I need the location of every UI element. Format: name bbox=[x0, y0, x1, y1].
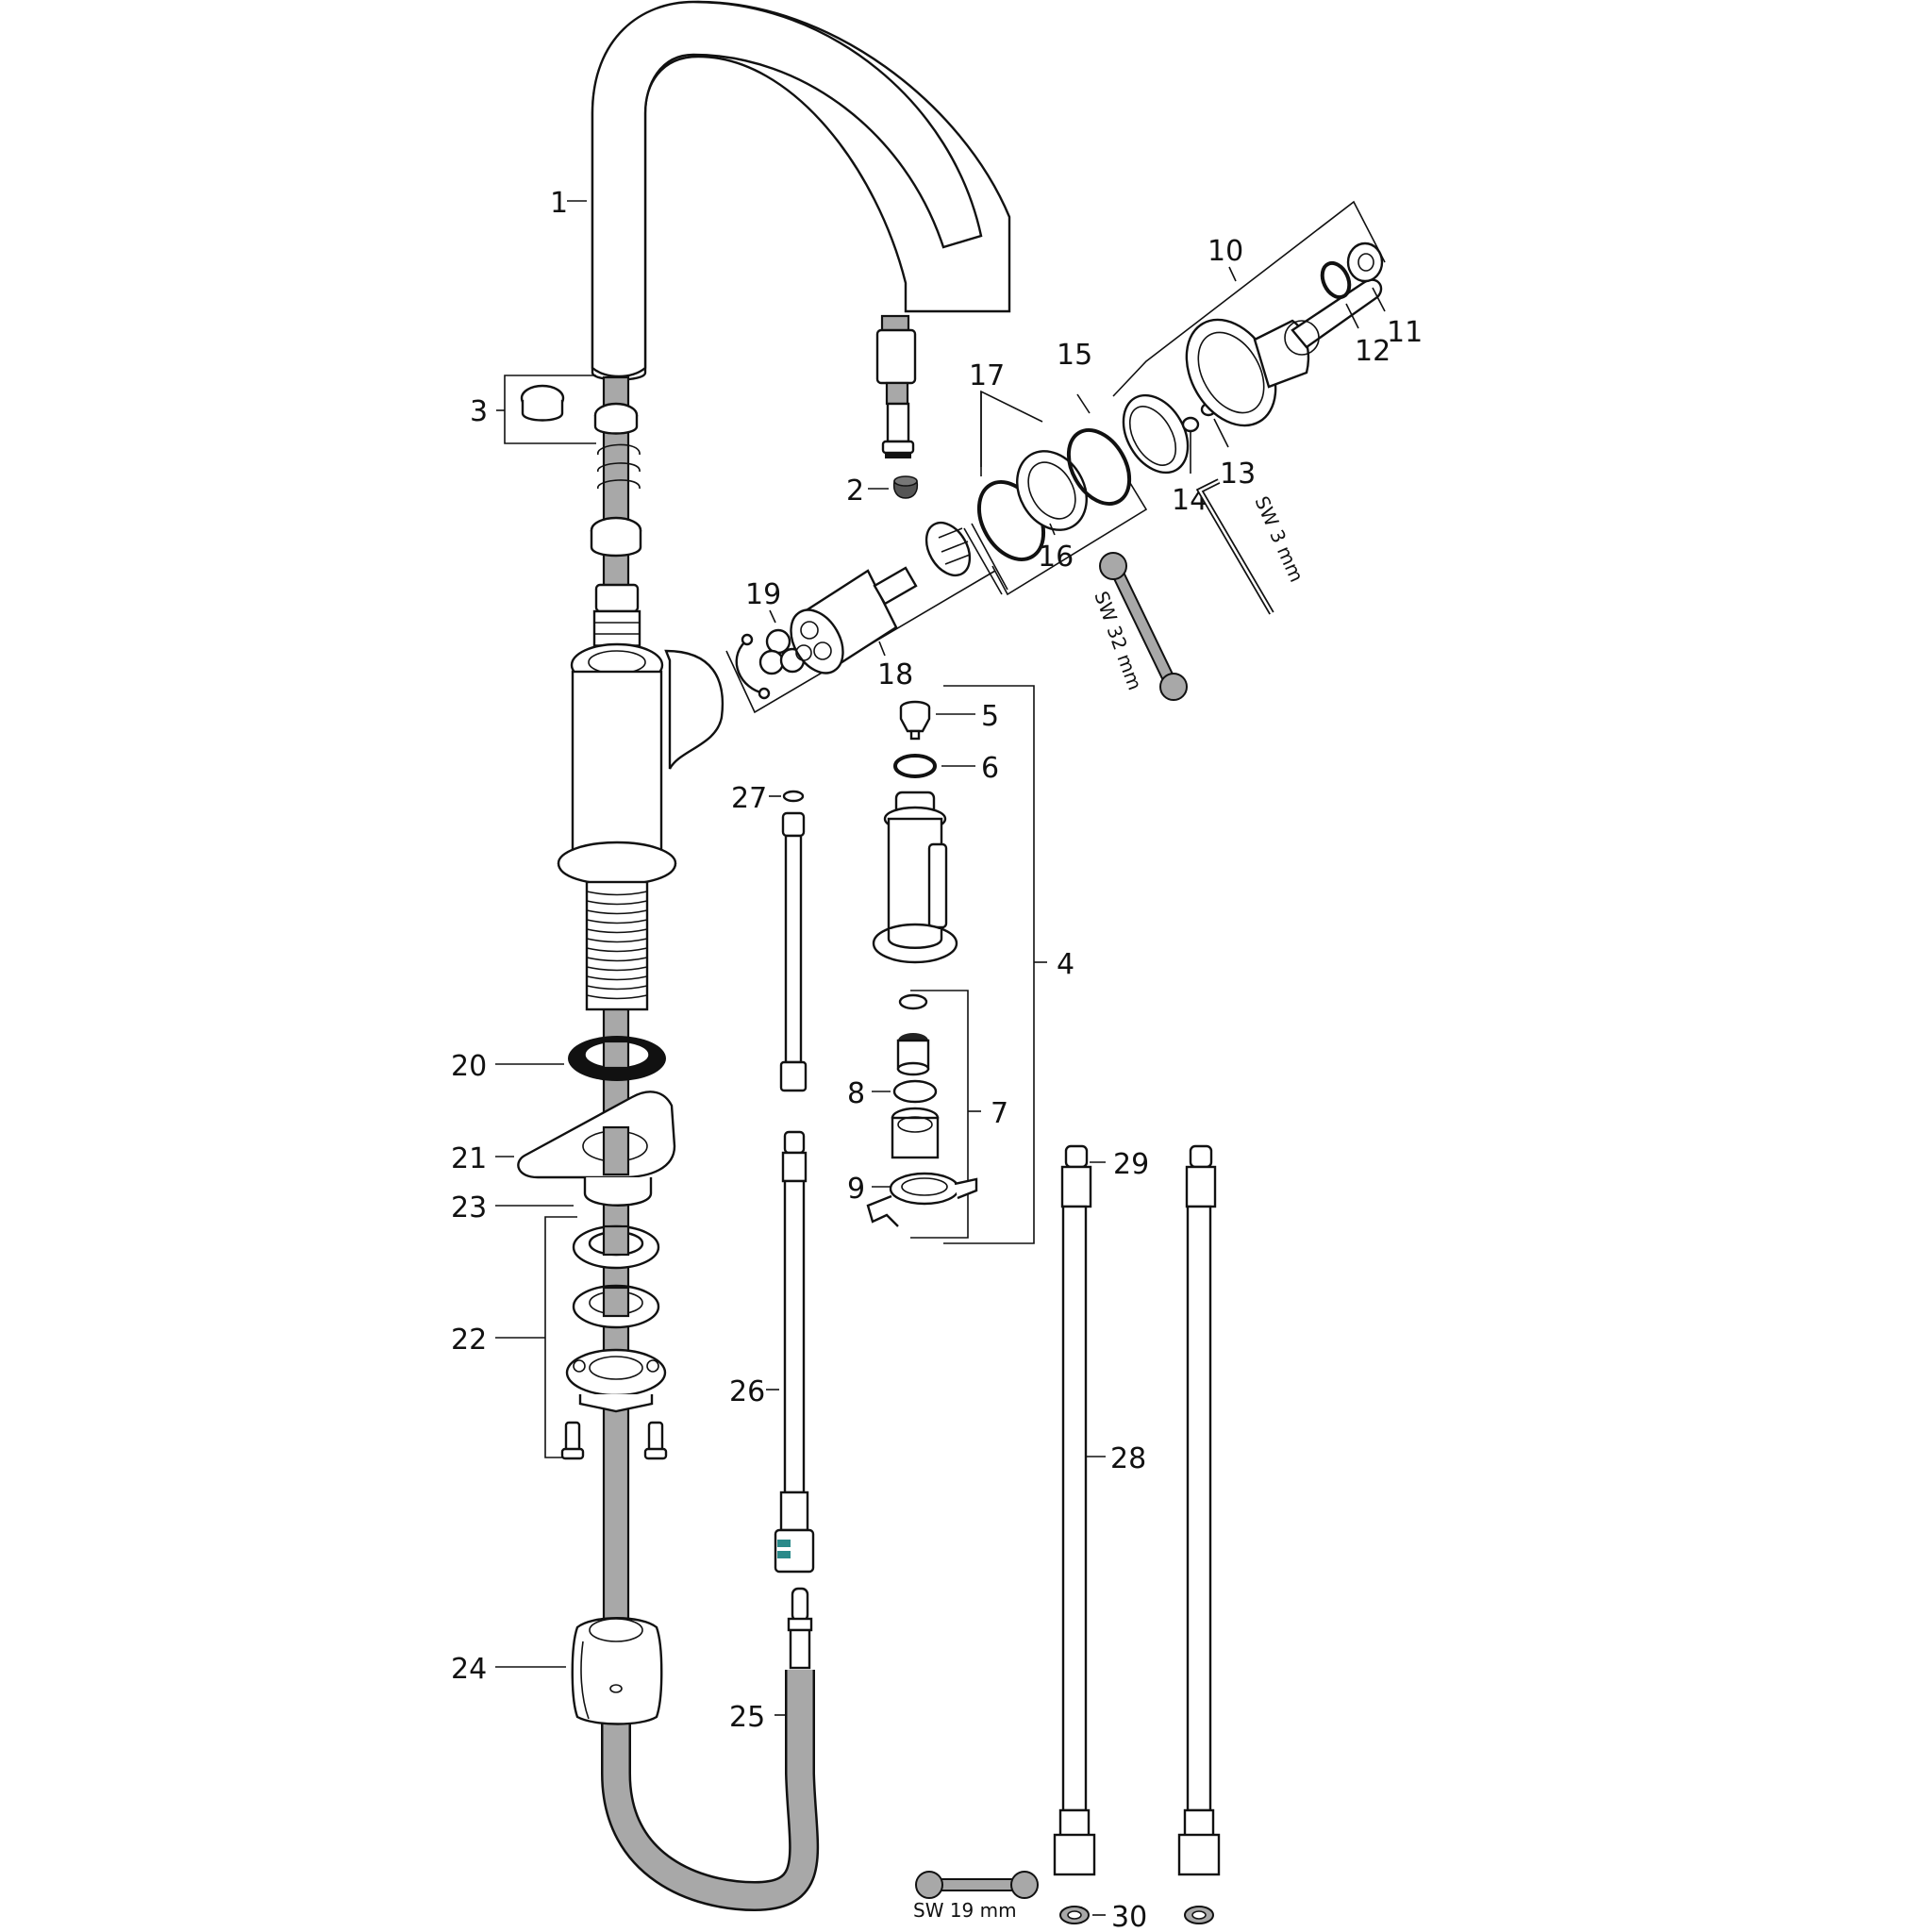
ring-part-12 bbox=[1320, 260, 1352, 300]
label-1: 1 bbox=[550, 187, 568, 220]
small-oring bbox=[898, 993, 928, 1010]
label-29: 29 bbox=[1113, 1148, 1149, 1181]
spout-part-1 bbox=[591, 0, 1011, 458]
oring-part-27 bbox=[782, 790, 805, 803]
leader-13 bbox=[1213, 418, 1229, 448]
label-16: 16 bbox=[1038, 541, 1074, 574]
label-9: 9 bbox=[847, 1173, 865, 1206]
screw-part-14 bbox=[1181, 416, 1200, 433]
wrench-key-part-9 bbox=[866, 1172, 978, 1227]
supply-hose-part-28-left bbox=[1053, 1144, 1096, 1876]
leader-16 bbox=[1049, 523, 1056, 536]
label-5: 5 bbox=[981, 700, 999, 733]
label-20: 20 bbox=[451, 1050, 487, 1083]
label-12: 12 bbox=[1355, 335, 1391, 368]
cartridge-group bbox=[725, 521, 1008, 714]
oring-part-6 bbox=[893, 754, 937, 778]
hose-weight-part-24 bbox=[571, 1617, 663, 1725]
label-19: 19 bbox=[745, 578, 781, 611]
nut-part-3 bbox=[496, 375, 642, 558]
label-10: 10 bbox=[1208, 235, 1243, 268]
spray-head-body bbox=[872, 791, 958, 964]
bracket-4 bbox=[943, 685, 1035, 1244]
faucet-body bbox=[557, 642, 724, 1011]
wrench-19-icon bbox=[915, 1871, 1039, 1899]
leader-11 bbox=[1372, 287, 1386, 312]
nut-part-11 bbox=[1346, 242, 1384, 283]
leader-10 bbox=[1228, 266, 1237, 282]
label-27: 27 bbox=[731, 782, 767, 815]
check-valve-part-5 bbox=[899, 700, 931, 741]
leader-15 bbox=[1076, 393, 1091, 414]
label-24: 24 bbox=[451, 1653, 487, 1686]
label-4: 4 bbox=[1057, 948, 1074, 981]
outlet-tube bbox=[779, 811, 808, 1092]
label-8: 8 bbox=[847, 1077, 865, 1110]
label-15: 15 bbox=[1057, 339, 1092, 372]
label-25: 25 bbox=[729, 1701, 765, 1734]
mounting-set-part-22 bbox=[495, 1216, 668, 1460]
plate-part-21 bbox=[517, 1091, 676, 1207]
washer-part-30 bbox=[1059, 1906, 1214, 1924]
hex-key-icon bbox=[1195, 478, 1274, 615]
wrench-32-icon bbox=[1099, 552, 1188, 701]
leader-12 bbox=[1345, 303, 1359, 329]
label-18: 18 bbox=[877, 658, 913, 691]
label-23: 23 bbox=[451, 1191, 487, 1224]
label-28: 28 bbox=[1110, 1442, 1146, 1475]
gasket-part-20 bbox=[568, 1036, 666, 1081]
aerator-housing bbox=[891, 1107, 940, 1159]
label-21: 21 bbox=[451, 1142, 487, 1175]
hose-loop-part-25 bbox=[603, 1670, 817, 1909]
label-6: 6 bbox=[981, 752, 999, 785]
filter-part-2 bbox=[892, 475, 919, 499]
label-3: 3 bbox=[470, 395, 488, 428]
bonnet-group bbox=[976, 390, 1190, 596]
label-7: 7 bbox=[991, 1097, 1008, 1130]
tool-label-wrench-19: SW 19 mm bbox=[913, 1899, 1017, 1922]
label-2: 2 bbox=[846, 475, 864, 508]
bracket-7 bbox=[910, 990, 969, 1239]
supply-hose-part-26 bbox=[774, 1130, 815, 1574]
tool-label-hex-key: SW 3 mm bbox=[1250, 492, 1307, 585]
label-13: 13 bbox=[1220, 458, 1256, 491]
aerator-insert bbox=[896, 1033, 930, 1076]
supply-hose-part-28-right bbox=[1177, 1144, 1221, 1876]
label-22: 22 bbox=[451, 1324, 487, 1357]
label-17: 17 bbox=[969, 359, 1005, 392]
body-thread-connector bbox=[592, 583, 641, 660]
label-11: 11 bbox=[1387, 316, 1423, 349]
label-26: 26 bbox=[729, 1375, 765, 1408]
label-30: 30 bbox=[1111, 1901, 1147, 1932]
leader-19 bbox=[769, 609, 776, 624]
handle-part-10 bbox=[1112, 200, 1386, 427]
oring-part-8 bbox=[892, 1079, 938, 1104]
hose-end-fitting bbox=[787, 1587, 813, 1670]
